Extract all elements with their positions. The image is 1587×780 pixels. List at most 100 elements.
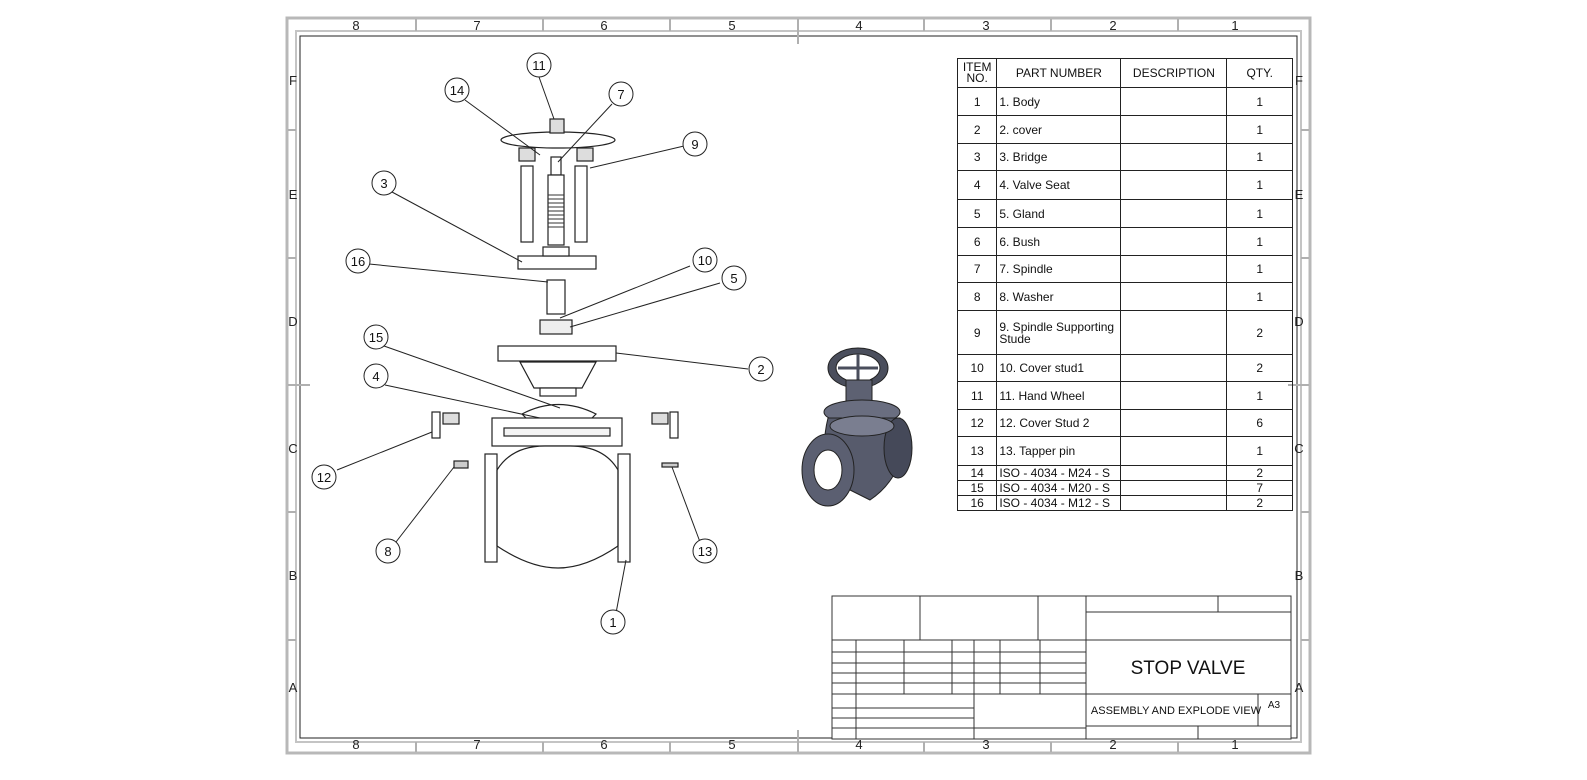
balloon-label: 9: [691, 137, 698, 152]
washer-part: [453, 460, 469, 469]
bridge-part: [517, 246, 597, 270]
bom-cell-part-number: 9. Spindle Supporting Stude: [996, 310, 1122, 355]
bom-cell-qty: 1: [1226, 170, 1293, 200]
bom-cell-description: [1120, 409, 1228, 437]
gland-part: [539, 319, 573, 335]
bom-cell-qty: 1: [1226, 115, 1293, 144]
bom-cell-item: 6: [956, 227, 998, 256]
bom-cell-description: [1120, 480, 1228, 496]
balloon-label: 8: [384, 544, 391, 559]
bom-header-item-no: ITEM NO.: [956, 58, 998, 88]
balloon-1: 1: [600, 609, 626, 635]
bom-cell-item: 12: [956, 409, 998, 437]
bom-cell-description: [1120, 227, 1228, 256]
bom-cell-item: 15: [956, 480, 998, 496]
spindle-stud-part: [574, 165, 588, 243]
zone-col-label: 4: [855, 18, 862, 33]
balloon-label: 1: [609, 615, 616, 630]
bom-cell-qty: 1: [1226, 199, 1293, 228]
bom-cell-part-number: 6. Bush: [996, 227, 1122, 256]
sheet-size: A3: [1268, 700, 1281, 711]
zone-row-label: A: [289, 680, 298, 695]
balloon-4: 4: [363, 363, 389, 389]
bom-cell-qty: 1: [1226, 255, 1293, 283]
bom-cell-qty: 1: [1226, 282, 1293, 311]
balloon-12: 12: [311, 464, 337, 490]
cover-stud-part: [669, 411, 679, 439]
balloon-label: 5: [730, 271, 737, 286]
zone-row-label: B: [289, 568, 298, 583]
bom-cell-description: [1120, 310, 1228, 355]
balloon-label: 16: [351, 254, 365, 269]
bom-cell-qty: 1: [1226, 381, 1293, 410]
zone-col-label: 1: [1231, 18, 1238, 33]
bom-cell-description: [1120, 495, 1228, 511]
balloon-label: 12: [317, 470, 331, 485]
zone-row-label: D: [288, 314, 297, 329]
zone-col-label: 4: [855, 737, 862, 752]
balloon-14: 14: [444, 77, 470, 103]
bom-cell-part-number: 8. Washer: [996, 282, 1122, 311]
bom-cell-part-number: 3. Bridge: [996, 143, 1122, 171]
balloon-8: 8: [375, 538, 401, 564]
zone-row-label: E: [1295, 187, 1304, 202]
balloon-7: 7: [608, 81, 634, 107]
zone-col-label: 7: [473, 18, 480, 33]
bom-cell-item: 16: [956, 495, 998, 511]
item-balloons: 11 14 7 9 3 16 10 5 15 2 4 12 8 13 1: [311, 52, 774, 635]
zone-row-label: E: [289, 187, 298, 202]
zone-row-label: A: [1295, 680, 1304, 695]
bom-cell-item: 5: [956, 199, 998, 228]
bom-cell-description: [1120, 381, 1228, 410]
zone-row-label: B: [1295, 568, 1304, 583]
exploded-view: [431, 118, 679, 569]
nut-part: [442, 412, 460, 425]
balloon-label: 13: [698, 544, 712, 559]
bom-cell-description: [1120, 115, 1228, 144]
bom-cell-item: 3: [956, 143, 998, 171]
balloon-label: 14: [450, 83, 464, 98]
bom-cell-part-number: 1. Body: [996, 87, 1122, 116]
balloon-leaders: [336, 76, 749, 614]
bom-cell-part-number: 12. Cover Stud 2: [996, 409, 1122, 437]
balloon-label: 4: [372, 369, 379, 384]
bom-header-row: ITEM NO. PART NUMBER DESCRIPTION QTY.: [956, 58, 1293, 88]
bom-cell-part-number: ISO - 4034 - M24 - S: [996, 465, 1122, 481]
bom-cell-item: 4: [956, 170, 998, 200]
cover-part: [497, 345, 617, 397]
balloon-10: 10: [692, 247, 718, 273]
assembly-isometric-view: [801, 347, 913, 507]
bom-cell-part-number: 4. Valve Seat: [996, 170, 1122, 200]
bom-cell-qty: 7: [1226, 480, 1293, 496]
zone-row-label: C: [288, 441, 297, 456]
body-part: [484, 417, 631, 569]
hand-wheel-part: [500, 118, 616, 149]
zone-col-label: 7: [473, 737, 480, 752]
zone-col-label: 1: [1231, 737, 1238, 752]
balloon-2: 2: [748, 356, 774, 382]
bom-cell-description: [1120, 255, 1228, 283]
bom-header-description: DESCRIPTION: [1120, 58, 1228, 88]
zone-col-label: 3: [982, 737, 989, 752]
nut-part: [651, 412, 669, 425]
balloon-label: 2: [757, 362, 764, 377]
balloon-label: 10: [698, 253, 712, 268]
balloon-label: 3: [380, 176, 387, 191]
bom-cell-qty: 1: [1226, 87, 1293, 116]
bom-cell-description: [1120, 170, 1228, 200]
balloon-11: 11: [526, 52, 552, 78]
balloon-3: 3: [371, 170, 397, 196]
bom-cell-qty: 2: [1226, 465, 1293, 481]
